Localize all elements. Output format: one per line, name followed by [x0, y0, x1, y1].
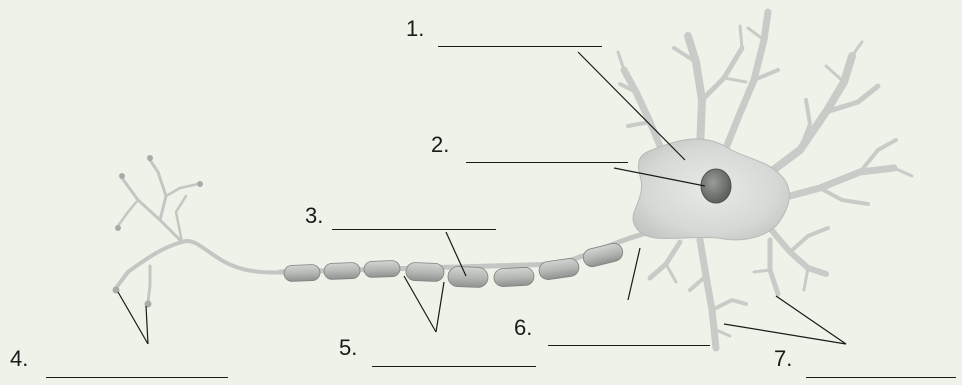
axon-terminal-knob — [197, 181, 203, 187]
label-number-5: 5. — [339, 337, 357, 359]
answer-blank-7[interactable] — [806, 377, 956, 378]
nucleus — [701, 169, 731, 203]
label-number-2: 2. — [431, 134, 449, 156]
label-number-6: 6. — [514, 317, 532, 339]
myelin-segment — [448, 266, 489, 287]
myelin-segment — [324, 262, 361, 279]
dendrite-branch — [628, 122, 650, 126]
axon-terminal-knob — [115, 225, 121, 231]
dendrite-branch — [666, 264, 676, 282]
dendrite-branch — [852, 42, 862, 56]
myelin-segment — [581, 241, 624, 268]
axon-terminal-branch — [166, 184, 198, 196]
dendrite-branch — [754, 270, 770, 272]
leader-line-5a — [404, 276, 436, 332]
axon-terminal-branch — [148, 266, 150, 302]
label-number-4: 4. — [10, 348, 28, 370]
leader-line-4b — [146, 306, 148, 344]
axon-distal — [116, 241, 290, 288]
axon-terminal-knob — [147, 155, 153, 161]
dendrite-branch — [618, 52, 624, 70]
dendrite-branch — [804, 268, 808, 290]
myelin-segment — [364, 260, 401, 277]
dendrite-branch — [650, 242, 680, 278]
label-number-7: 7. — [774, 348, 792, 370]
answer-blank-2[interactable] — [466, 162, 628, 163]
dendrite-branch — [702, 48, 742, 100]
answer-blank-3[interactable] — [332, 229, 496, 230]
axon-terminal-knob — [119, 173, 125, 179]
dendrite-branch — [760, 56, 852, 180]
leader-line-5b — [436, 282, 444, 332]
myelin-segment — [406, 262, 445, 281]
answer-blank-1[interactable] — [438, 46, 602, 47]
leader-line-6 — [628, 248, 640, 300]
myelin-segment — [494, 267, 535, 287]
axon-terminal-branch — [118, 200, 138, 226]
leader-line-7b — [776, 296, 846, 344]
dendrite-branch — [894, 168, 912, 176]
dendrite-branch — [688, 36, 702, 150]
dendrite-branch — [790, 228, 828, 252]
myelin-segment — [538, 257, 580, 280]
dendrite-branch — [740, 26, 742, 48]
leader-line-1 — [578, 52, 685, 160]
myelin-segment — [284, 264, 321, 281]
dendrite-branch — [690, 276, 706, 290]
dendrite-branch — [820, 188, 868, 204]
answer-blank-4[interactable] — [46, 377, 228, 378]
answer-blank-6[interactable] — [548, 345, 710, 346]
leader-line-7a — [724, 324, 846, 344]
label-number-3: 3. — [305, 205, 323, 227]
label-number-1: 1. — [406, 18, 424, 40]
dendrite-branch — [700, 240, 716, 348]
dendrite-branch — [826, 66, 844, 82]
dendrite-branch — [724, 78, 746, 82]
axon-terminal-branch — [150, 160, 166, 220]
dendrite-branch — [770, 240, 778, 294]
leader-line-4a — [118, 292, 148, 344]
axon — [113, 155, 651, 308]
dendrite-branch — [712, 300, 746, 310]
dendrite-branch — [722, 12, 768, 158]
axon-terminal-branch — [176, 196, 186, 242]
answer-blank-5[interactable] — [372, 366, 536, 367]
